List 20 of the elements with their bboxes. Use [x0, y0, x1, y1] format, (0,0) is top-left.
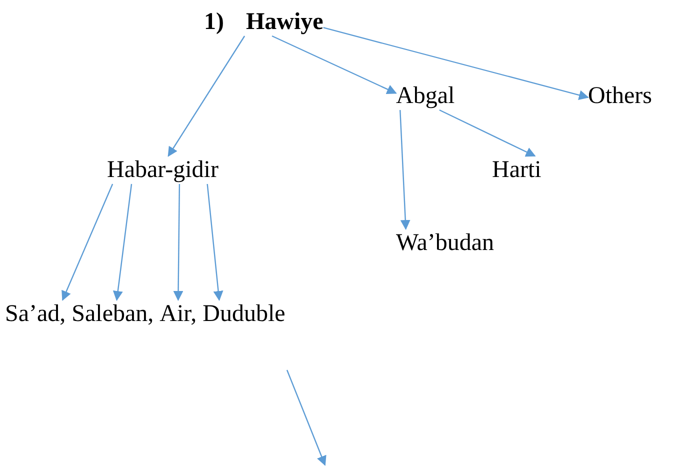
- arrow: [112, 184, 132, 301]
- node-label: Abgal: [396, 82, 455, 110]
- arrow: [439, 109, 536, 157]
- arrow: [168, 36, 246, 157]
- arrow: [62, 184, 114, 301]
- node-label: Sa’ad,: [5, 300, 66, 328]
- node-label: Habar-gidir: [107, 156, 218, 184]
- arrow: [272, 35, 397, 94]
- node-label: Wa’budan: [396, 229, 494, 257]
- list-number: 1): [204, 9, 224, 35]
- node-label: Air,: [160, 300, 197, 328]
- heading-text: Hawiye: [246, 9, 324, 35]
- arrow: [323, 27, 589, 100]
- arrow: [173, 184, 184, 301]
- arrow: [206, 184, 224, 301]
- node-label: Harti: [492, 156, 542, 184]
- arrow: [400, 110, 410, 230]
- node-label: Duduble: [202, 300, 286, 328]
- node-label: Others: [588, 82, 652, 110]
- node-label: Saleban,: [72, 300, 154, 328]
